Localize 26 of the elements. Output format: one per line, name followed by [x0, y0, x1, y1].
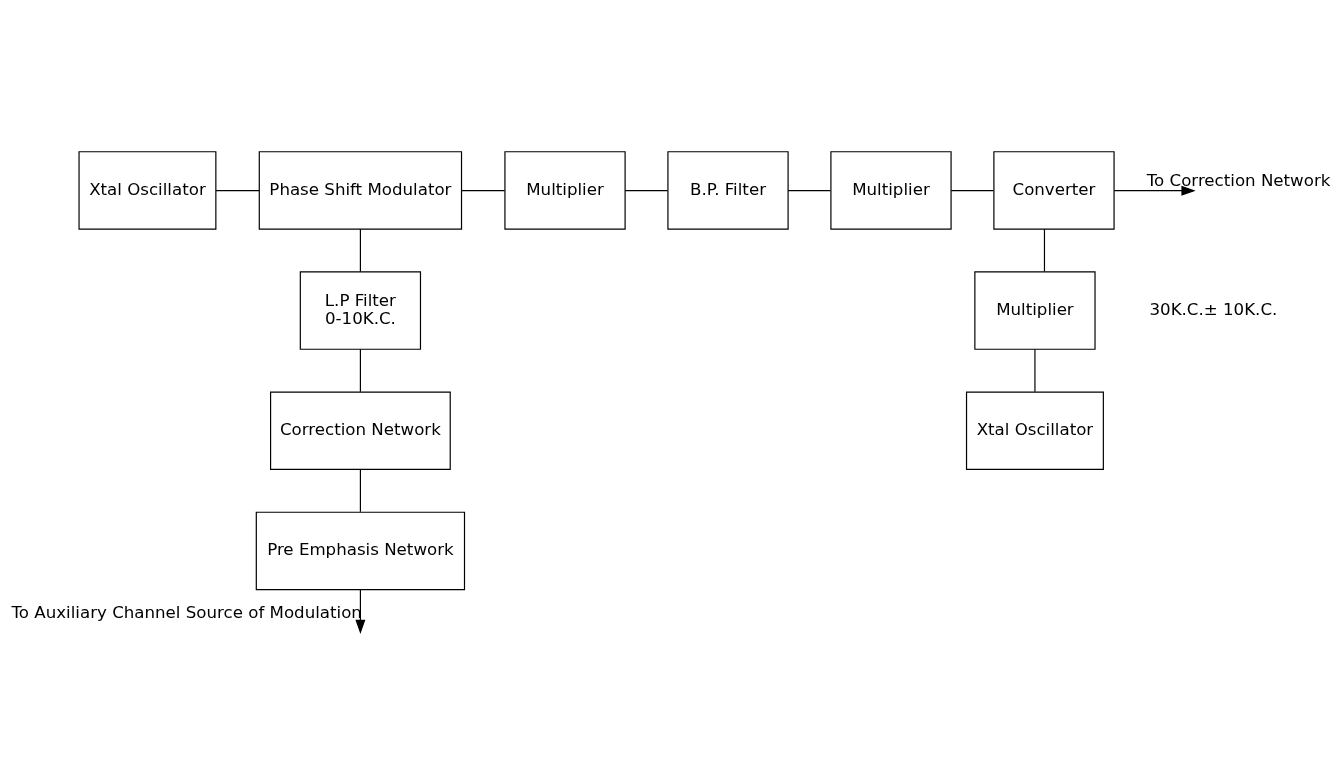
- connector: [359, 228, 361, 272]
- connector: [359, 348, 361, 392]
- edge-label: To Auxiliary Channel Source of Modulation: [11, 602, 362, 622]
- connector: [1043, 228, 1046, 272]
- connector: [359, 468, 361, 512]
- connector: [787, 189, 832, 191]
- node-box: Multiplier: [504, 150, 626, 230]
- connector: [624, 189, 669, 191]
- connector: [215, 189, 260, 191]
- node-box: Converter: [993, 150, 1115, 230]
- node-box: Correction Network: [270, 390, 451, 470]
- connector: [1034, 348, 1036, 392]
- arrow: [1113, 185, 1196, 196]
- node-box: L.P Filter 0-10K.C.: [299, 270, 422, 350]
- node-box: Multiplier: [974, 270, 1096, 350]
- arrow: [355, 588, 366, 634]
- node-box: B.P. Filter: [667, 150, 789, 230]
- node-box: Phase Shift Modulator: [258, 150, 463, 230]
- node-box: Xtal Oscillator: [78, 150, 217, 230]
- connector: [461, 189, 506, 191]
- connector: [950, 189, 995, 191]
- label: 30K.C.± 10K.C.: [1149, 299, 1278, 319]
- node-box: Multiplier: [830, 150, 952, 230]
- edge-label: To Correction Network: [1146, 170, 1331, 190]
- node-box: Xtal Oscillator: [965, 390, 1104, 470]
- node-box: Pre Emphasis Network: [255, 511, 466, 590]
